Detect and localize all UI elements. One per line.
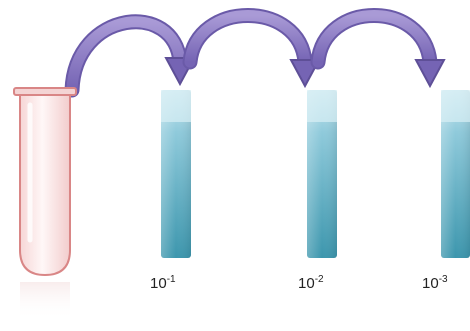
dilution-base-2: 10 [298, 275, 315, 292]
dilution-exponent-2: -2 [315, 274, 324, 285]
dilution-exponent-3: -3 [439, 274, 448, 285]
dilution-base-1: 10 [150, 275, 167, 292]
source-tube [14, 88, 76, 275]
source-tube-reflection [20, 282, 70, 320]
dilution-exponent-1: -1 [167, 274, 176, 285]
transfer-arrow-3 [318, 16, 444, 87]
dilution-tube-2 [307, 90, 337, 258]
transfer-arrow-2 [190, 16, 319, 87]
transfer-arrow-1 [72, 22, 194, 90]
dilution-tube-3 [441, 90, 470, 258]
dilution-label-3: 10-3 [422, 274, 448, 292]
dilution-tube-1 [161, 90, 191, 258]
dilution-label-1: 10-1 [150, 274, 176, 292]
dilution-label-2: 10-2 [298, 274, 324, 292]
dilution-base-3: 10 [422, 275, 439, 292]
